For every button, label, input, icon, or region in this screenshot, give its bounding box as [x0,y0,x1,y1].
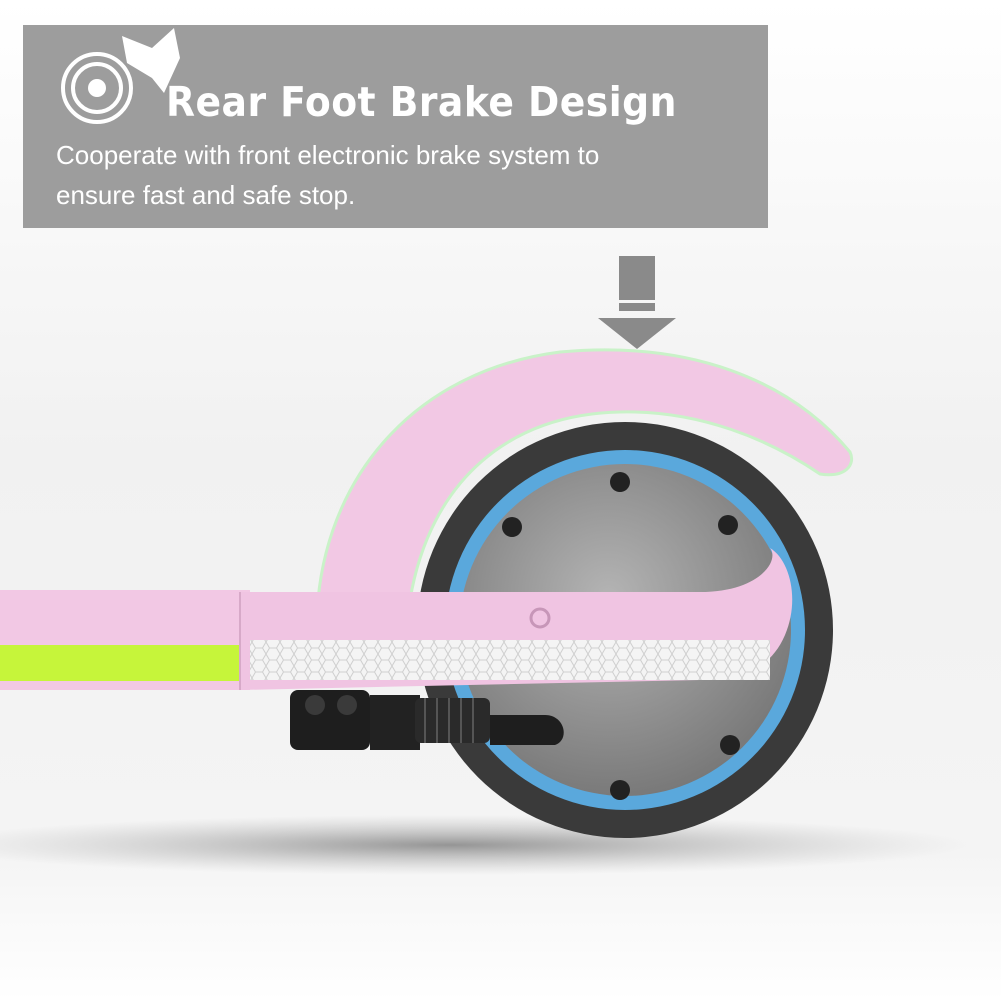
down-arrow-icon [598,256,676,349]
feature-title: Rear Foot Brake Design [166,78,677,126]
feature-description-line-1: Cooperate with front electronic brake sy… [56,140,600,170]
ground-shadow [0,815,970,875]
kickstand [290,690,564,750]
brake-disc-foot-icon [61,28,180,124]
rear-fender [316,348,853,602]
deck [0,548,793,690]
feature-description-line-2: ensure fast and safe stop. [56,180,356,210]
